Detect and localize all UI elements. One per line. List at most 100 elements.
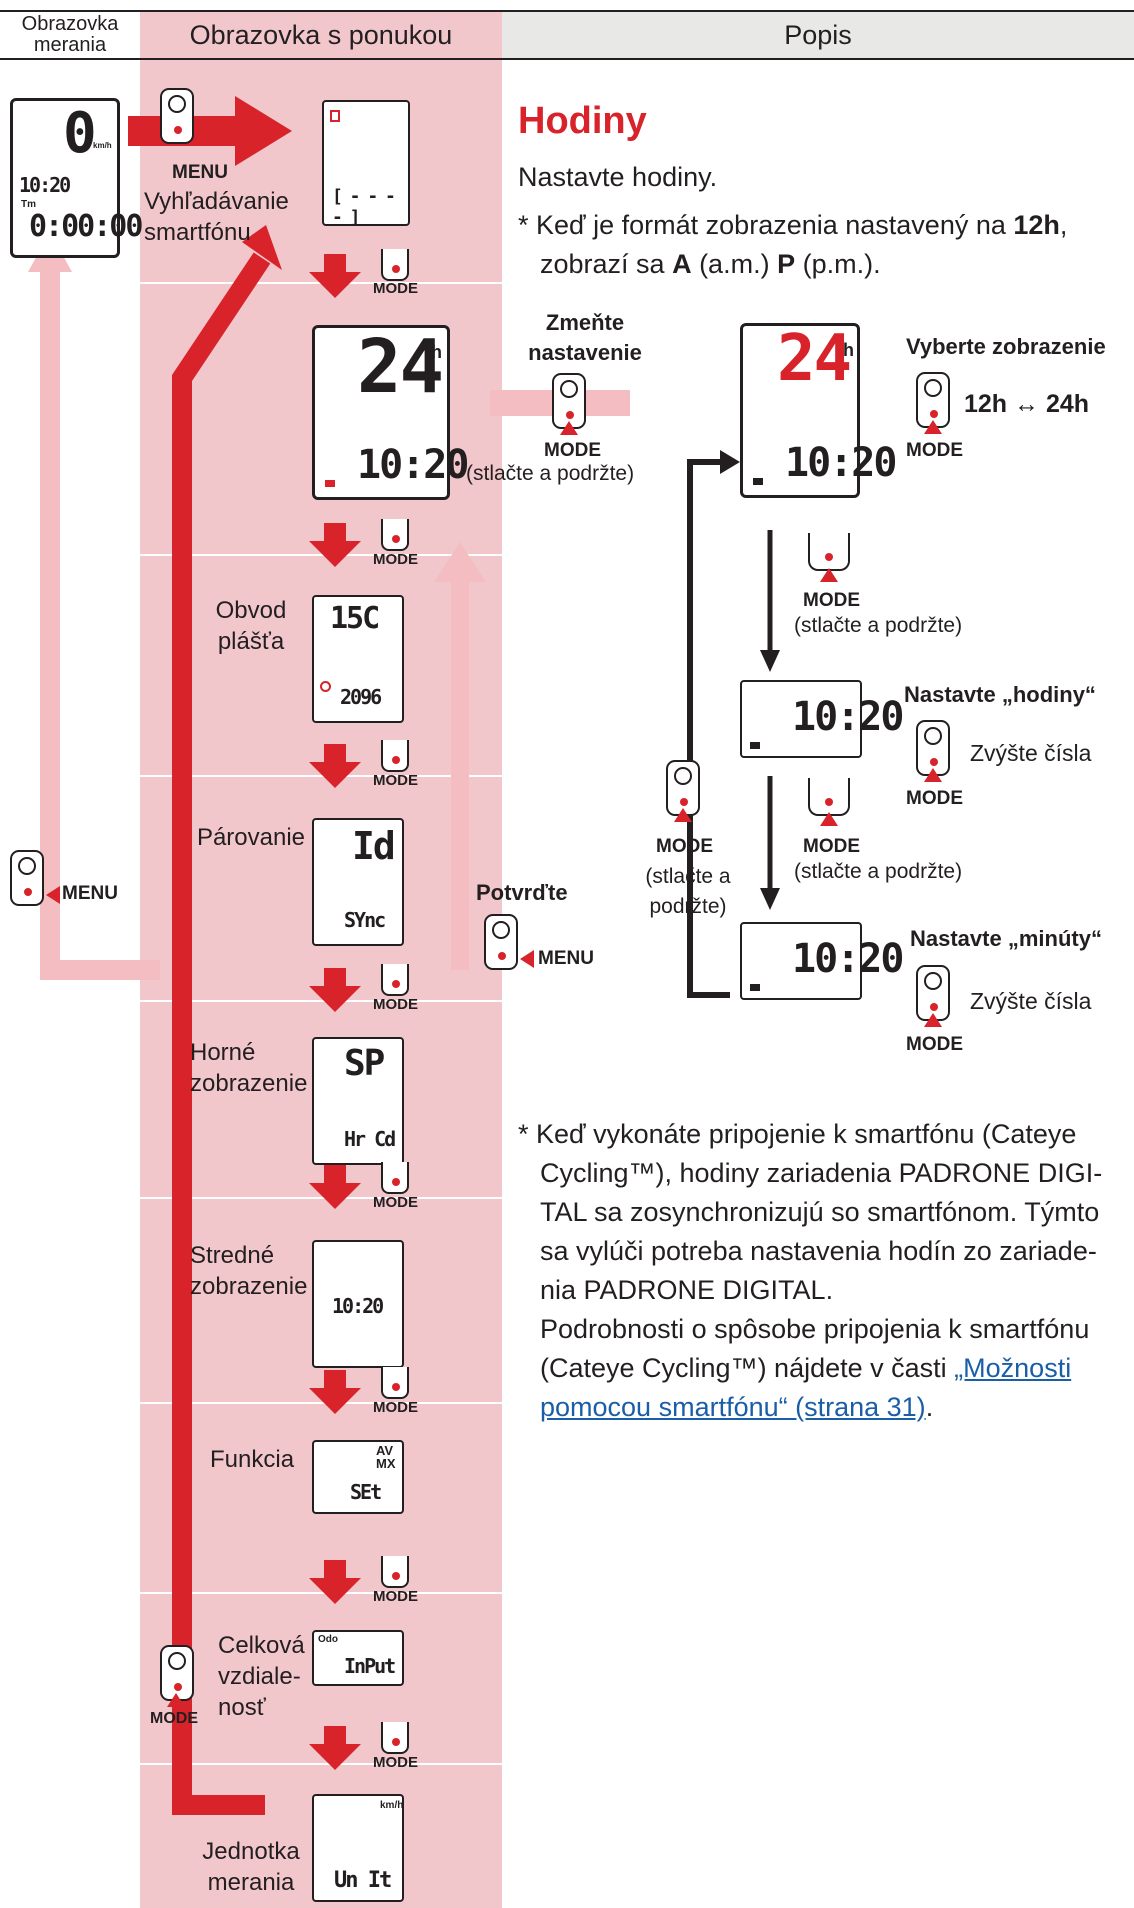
- mode-mini-button[interactable]: [381, 1162, 409, 1194]
- display-search-text: [ - - - - ]: [332, 186, 396, 228]
- mode-mini-button[interactable]: [808, 533, 850, 571]
- device-button[interactable]: [916, 372, 950, 428]
- display-odo-top: Odo: [318, 1634, 338, 1645]
- unit-label-2: merania: [207, 1869, 295, 1896]
- mode-press-icon: [820, 568, 838, 582]
- change-setting-arrow: [490, 366, 740, 440]
- display-upper-bottom: Hr Cd: [344, 1127, 396, 1151]
- mode-label: MODE: [373, 1754, 418, 1771]
- note1-h: (p.m.).: [795, 249, 881, 279]
- dot-icon: [174, 1683, 182, 1691]
- mode-press-icon: [674, 808, 692, 822]
- press-hold-split-label: (stlačte a podržte): [634, 862, 742, 922]
- down-arrow: [309, 1183, 361, 1209]
- dot-icon: [930, 410, 938, 418]
- mode-mini-button[interactable]: [381, 249, 409, 281]
- press-hold-split-2: podržte): [649, 895, 727, 918]
- note2-line-1: * Keď vykonáte pripojenie k smartfónu (C…: [518, 1119, 1077, 1149]
- down-arrow-shaft: [324, 968, 346, 986]
- display-pairing-bottom: SYnc: [344, 908, 386, 932]
- panel-set-hours-clock: 10:20: [792, 694, 904, 740]
- mode-press-icon: [924, 420, 942, 434]
- description-note2: * Keď vykonáte pripojenie k smartfónu (C…: [518, 1115, 1118, 1427]
- down-arrow: [309, 986, 361, 1012]
- note1-d: zobrazí sa: [540, 249, 673, 279]
- dot-icon: [392, 1383, 400, 1391]
- phone-icon: [330, 110, 340, 122]
- dot-icon: [825, 798, 833, 806]
- clock-icon: [750, 984, 760, 991]
- mode-label: MODE: [803, 836, 860, 857]
- link-end: .: [925, 1392, 934, 1422]
- menu-label: MENU: [62, 883, 118, 904]
- tire-label: Obvod plášťa: [196, 595, 306, 657]
- confirm-label: Potvrďte: [476, 880, 568, 905]
- middle-label-2: zobrazenie: [190, 1273, 308, 1300]
- dot-icon: [566, 411, 574, 419]
- pairing-label: Párovanie: [196, 824, 306, 851]
- ring-icon: [18, 857, 36, 875]
- measure-speed: 0: [63, 101, 97, 166]
- dot-icon: [680, 798, 688, 806]
- odo-label-3: nosť: [218, 1694, 266, 1721]
- mode-mini-button[interactable]: [381, 1556, 409, 1588]
- display-function-top: AV MX: [376, 1443, 396, 1471]
- mode-label: MODE: [544, 440, 601, 461]
- note1-f: (a.m.): [691, 249, 778, 279]
- mode-press-icon: [560, 421, 578, 435]
- header-col1-text: Obrazovka merania: [21, 13, 119, 56]
- ring-icon: [674, 767, 692, 785]
- display-odo-bottom: InPut: [344, 1654, 396, 1678]
- display-clock: 24 h 10:20: [312, 324, 469, 500]
- device-button[interactable]: [916, 720, 950, 776]
- dot-icon: [174, 126, 182, 134]
- down-arrow-shaft: [324, 1370, 346, 1388]
- search-label-2: smartfónu: [144, 219, 251, 246]
- mode-mini-button[interactable]: [381, 964, 409, 996]
- mode-label: MODE: [373, 1399, 418, 1416]
- header-description: Popis: [502, 10, 1134, 60]
- header-measure-screen: Obrazovka merania: [0, 10, 140, 60]
- description-header-bg: [502, 10, 1134, 60]
- mode-return-arrowhead: [242, 225, 282, 270]
- menu-press-icon: [196, 124, 210, 142]
- panel-display-set-hours: 10:20: [740, 680, 904, 758]
- mode-label: MODE: [906, 788, 963, 809]
- mode-mini-button[interactable]: [808, 778, 850, 816]
- mode-mini-button[interactable]: [381, 1722, 409, 1754]
- mode-press-icon: [924, 1013, 942, 1027]
- device-button[interactable]: [552, 373, 586, 429]
- down-arrow: [309, 1744, 361, 1770]
- down-arrow: [309, 1578, 361, 1604]
- display-upper: SP Hr Cd: [312, 1037, 404, 1165]
- device-button[interactable]: [160, 88, 194, 144]
- mode-return-arrow: [172, 252, 271, 1815]
- header-col2-text: Obrazovka s ponukou: [189, 19, 453, 50]
- set-hours-label: Nastavte „hodiny“: [904, 682, 1096, 707]
- menu-enter-arrow: [128, 96, 292, 166]
- mode-mini-button[interactable]: [381, 1367, 409, 1399]
- ring-icon: [168, 1652, 186, 1670]
- ring-icon: [492, 921, 510, 939]
- mode-label: MODE: [373, 280, 418, 297]
- dot-icon: [392, 1572, 400, 1580]
- device-button[interactable]: [484, 914, 518, 970]
- increase-label: Zvýšte čísla: [970, 988, 1092, 1014]
- odo-label-2: vzdiale-: [218, 1663, 301, 1690]
- dot-icon: [392, 756, 400, 764]
- ring-icon: [924, 727, 942, 745]
- smartphone-options-link-2[interactable]: pomocou smartfónu“ (strana 31): [540, 1392, 926, 1422]
- down-arrow-shaft: [324, 1560, 346, 1578]
- change-label-2: nastavenie: [528, 340, 642, 365]
- device-button[interactable]: [160, 1645, 194, 1701]
- dot-icon: [825, 553, 833, 561]
- device-button[interactable]: [10, 850, 44, 906]
- mode-mini-button[interactable]: [381, 519, 409, 551]
- smartphone-options-link[interactable]: „Možnosti: [954, 1353, 1072, 1383]
- mode-mini-button[interactable]: [381, 740, 409, 772]
- display-tire-bottom: 2096: [340, 685, 382, 709]
- menu-label: MENU: [538, 948, 594, 969]
- note2-line-6: Podrobnosti o spôsobe pripojenia k smart…: [540, 1314, 1090, 1344]
- dot-icon: [392, 980, 400, 988]
